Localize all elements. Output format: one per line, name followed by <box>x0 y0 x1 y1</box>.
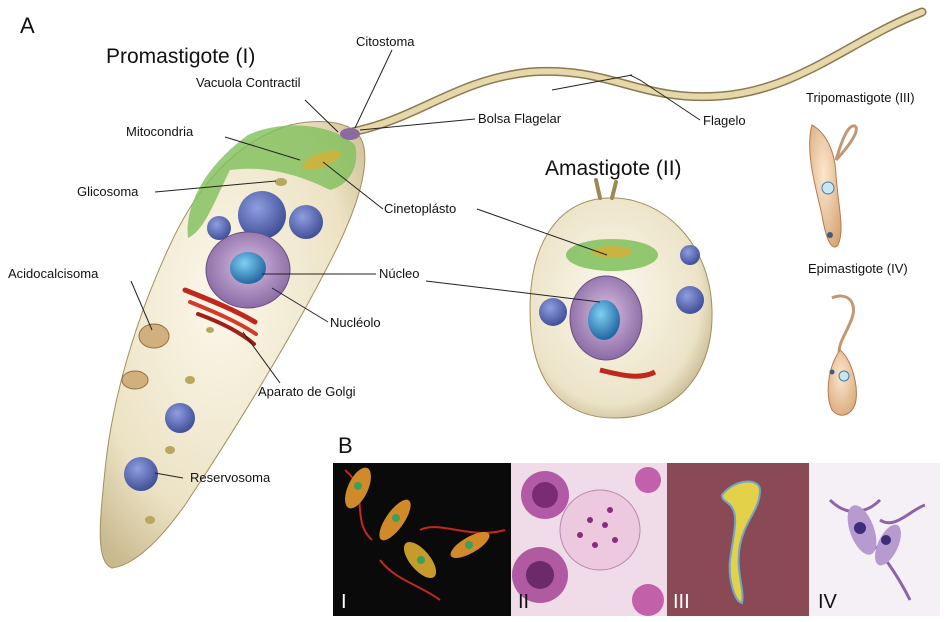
glycosome <box>275 178 287 186</box>
glycosome <box>145 516 155 524</box>
acidocalcisome <box>122 371 148 389</box>
epimastigote-nucleus <box>839 371 849 381</box>
label-glicosoma: Glicosoma <box>77 184 139 199</box>
micrograph-i-label: I <box>341 591 347 613</box>
promastigote-body <box>100 121 365 568</box>
amastigote-reservosome <box>676 286 704 314</box>
label-aparato-de-golgi: Aparato de Golgi <box>258 384 356 399</box>
label-citostoma: Citostoma <box>356 34 415 49</box>
micrograph-strip: I II III <box>333 463 940 616</box>
micrograph-iii-label: III <box>673 591 690 613</box>
tripomastigote-flagellum <box>836 126 856 160</box>
glycosome <box>206 327 214 333</box>
amastigote-reservosome <box>539 298 567 326</box>
panel-a-letter: A <box>20 13 35 38</box>
micrograph-iv-label: IV <box>818 591 838 613</box>
epimastigote-kinetoplast <box>830 370 835 375</box>
title-amastigote: Amastigote (II) <box>545 157 682 180</box>
micrograph-iii: III <box>667 463 809 616</box>
tripomastigote-cell <box>810 125 857 247</box>
micrograph-i: I <box>333 463 511 616</box>
panel-b-letter: B <box>338 433 353 458</box>
epimastigote-body <box>828 350 856 415</box>
epimastigote-cell <box>828 296 856 415</box>
glycosome <box>185 376 195 384</box>
label-mitocondria: Mitocondria <box>126 124 194 139</box>
micrograph-ii: II <box>511 463 667 616</box>
tripomastigote-nucleus <box>822 182 834 194</box>
label-bolsa-flagelar: Bolsa Flagelar <box>478 111 562 126</box>
amastigote-flagellum-stub <box>596 180 616 198</box>
amastigote-reservosome <box>680 245 700 265</box>
acidocalcisome <box>139 324 169 348</box>
reservosome <box>124 457 158 491</box>
label-cinetoplasto: Cinetoplásto <box>384 201 456 216</box>
label-nucleolo: Nucléolo <box>330 315 381 330</box>
flagellar-pocket <box>340 128 360 140</box>
label-flagelo: Flagelo <box>703 113 746 128</box>
label-acidocalcisoma: Acidocalcisoma <box>8 266 99 281</box>
epimastigote-flagellum <box>832 296 854 358</box>
amastigote-cell <box>530 180 712 418</box>
title-promastigote: Promastigote (I) <box>106 45 255 68</box>
micrograph-iv: IV <box>809 463 940 616</box>
reservosome <box>289 205 323 239</box>
title-tripomastigote: Tripomastigote (III) <box>806 90 915 105</box>
label-reservosoma: Reservosoma <box>190 470 271 485</box>
label-vacuola-contractil: Vacuola Contractil <box>196 75 301 90</box>
micrograph-ii-label: II <box>518 591 529 613</box>
reservosome <box>165 403 195 433</box>
flagellum <box>352 12 922 132</box>
nucleolus <box>230 252 266 284</box>
tripomastigote-kinetoplast <box>827 232 833 238</box>
amastigote-nucleolus <box>588 300 620 340</box>
title-epimastigote: Epimastigote (IV) <box>808 261 908 276</box>
glycosome <box>165 446 175 454</box>
label-nucleo: Núcleo <box>379 266 419 281</box>
